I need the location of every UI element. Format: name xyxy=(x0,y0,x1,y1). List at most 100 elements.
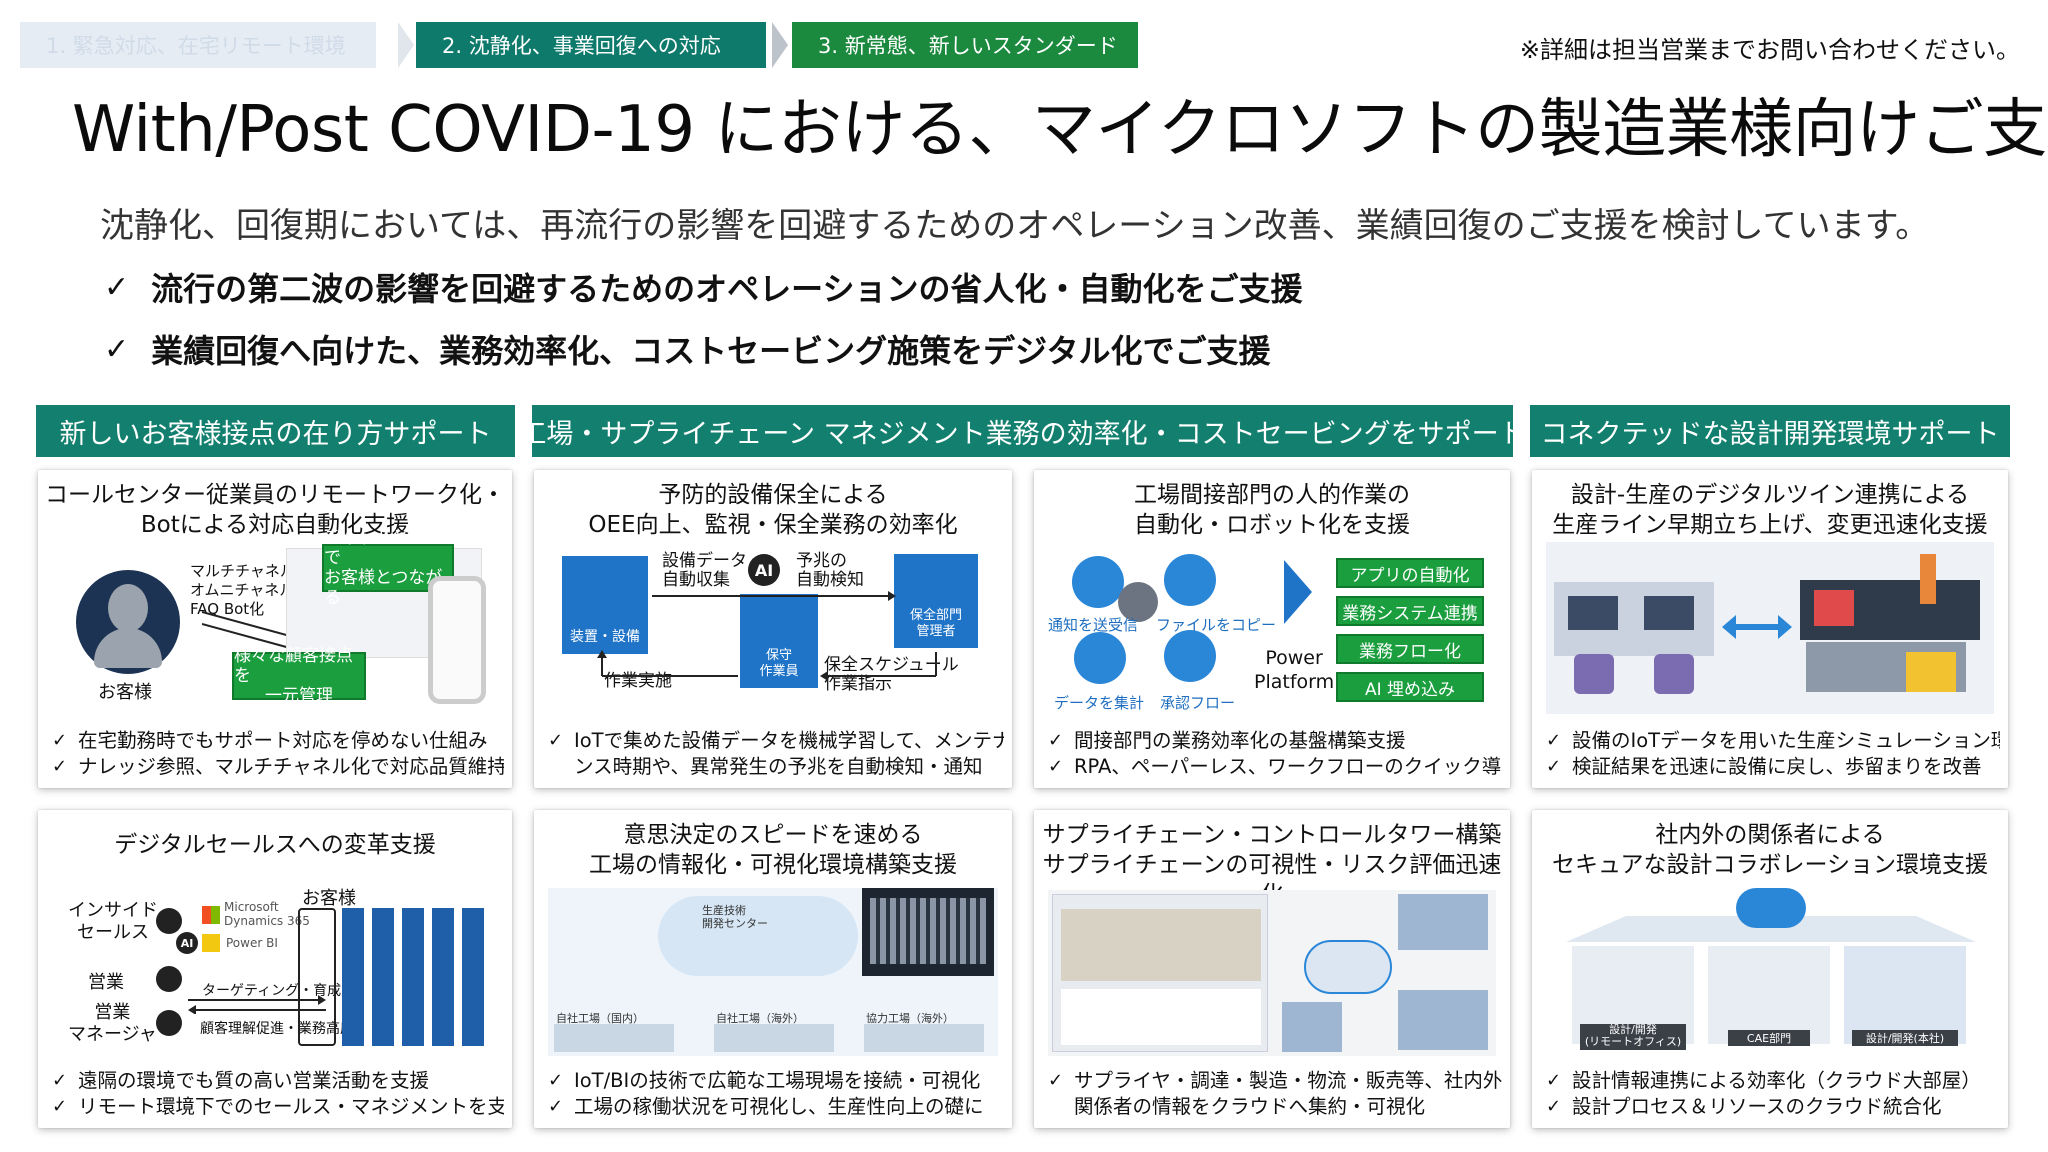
bidirectional-arrow-icon xyxy=(1722,615,1792,639)
center-label: 生産技術開発センター xyxy=(702,904,768,930)
pill-app-automation: アプリの自動化 xyxy=(1336,558,1484,588)
card-bullets: ✓サプライヤ・調達・製造・物流・販売等、社内外の 関係者の情報をクラウドへ集約・… xyxy=(1048,1069,1502,1118)
card-bullets: ✓在宅勤務時でもサポート対応を停めない仕組み ✓ナレッジ参照、マルチチャネル化で… xyxy=(52,729,504,778)
cloud-icon xyxy=(1304,940,1392,994)
check-icon: ✓ xyxy=(1048,1070,1064,1091)
check-icon: ✓ xyxy=(548,730,564,751)
key-point-2-text: 業績回復へ向けた、業務効率化、コストセービング施策をデジタル化でご支援 xyxy=(151,332,1271,370)
card-bullets: ✓IoT/BIの技術で広範な工場現場を接続・可視化 ✓工場の稼働状況を可視化し、… xyxy=(548,1069,984,1118)
flow-arrows-icon xyxy=(188,995,326,1014)
phase-step-2: 2. 沈静化、事業回復への対応 xyxy=(416,22,766,68)
check-icon: ✓ xyxy=(1048,756,1064,777)
cloud-people-icon xyxy=(1736,888,1806,928)
customer-avatar-icon xyxy=(76,570,180,674)
cae-panel xyxy=(1708,946,1830,1044)
card-title: 工場間接部門の人的作業の自動化・ロボット化を支援 xyxy=(1134,482,1410,538)
card-title: 意思決定のスピードを速める工場の情報化・可視化環境構築支援 xyxy=(589,822,957,878)
person-icon xyxy=(156,966,182,992)
person-icon xyxy=(156,908,182,934)
card-digital-sales: デジタルセールスへの変革支援 インサイドセールス 営業 営業マネージャ AI M… xyxy=(38,810,512,1128)
pill-system-integration: 業務システム連携 xyxy=(1336,596,1484,626)
contact-note: ※詳細は担当営業までお問い合わせください。 xyxy=(1519,36,2020,64)
microsoft-logo-icon xyxy=(202,906,220,924)
card-design-collaboration: 社内外の関係者によるセキュアな設計コラボレーション環境支援 設計/開発(リモート… xyxy=(1532,810,2008,1128)
chat-icon xyxy=(1072,556,1124,608)
check-icon: ✓ xyxy=(1048,730,1064,751)
copy-label: ファイルをコピー xyxy=(1156,616,1277,634)
card-digital-twin: 設計-生産のデジタルツイン連携による生産ライン早期立ち上げ、変更迅速化支援 ✓設… xyxy=(1532,470,2008,788)
card-title: 設計-生産のデジタルツイン連携による生産ライン早期立ち上げ、変更迅速化支援 xyxy=(1552,482,1988,538)
hq-label: 設計/開発(本社) xyxy=(1852,1030,1958,1046)
cloud-shape xyxy=(658,896,858,976)
key-point-1-text: 流行の第二波の影響を回避するためのオペレーションの省人化・自動化をご支援 xyxy=(151,270,1303,308)
pill-ai-embed: AI 埋め込み xyxy=(1336,672,1484,702)
factory-icon xyxy=(554,1024,674,1052)
card-supply-chain: サプライチェーン・コントロールタワー構築サプライチェーンの可視性・リスク評価迅速… xyxy=(1034,810,1510,1128)
person-icon xyxy=(156,1010,182,1036)
world-map-dashboard xyxy=(1052,894,1268,1052)
section-header-customer: 新しいお客様接点の在り方サポート xyxy=(36,405,515,457)
warehouse-illustration xyxy=(1398,894,1488,950)
customer-grid-icon xyxy=(342,908,490,1046)
ai-icon: AI xyxy=(748,554,780,586)
aggregate-label: データを集計 xyxy=(1054,694,1145,712)
production-line-illustration xyxy=(1800,554,1980,640)
card-bullets: ✓遠隔の環境でも質の高い営業活動を支援 ✓リモート環境下でのセールス・マネジメン… xyxy=(52,1069,504,1118)
smartphone-icon xyxy=(428,576,486,704)
pill-workflow: 業務フロー化 xyxy=(1336,634,1484,664)
card-title: コールセンター従業員のリモートワーク化・Botによる対応自動化支援 xyxy=(45,482,505,538)
factory-label-overseas: 自社工場（海外） xyxy=(716,1012,804,1025)
key-point-2: ✓業績回復へ向けた、業務効率化、コストセービング施策をデジタル化でご支援 xyxy=(104,326,1271,372)
card-bullets: ✓間接部門の業務効率化の基盤構築支援 ✓RPA、ペーパーレス、ワークフローのクイ… xyxy=(1048,729,1502,778)
approval-label: 承認フロー xyxy=(1160,694,1236,712)
check-icon: ✓ xyxy=(548,1096,564,1117)
section-header-factory: 工場・サプライチェーン マネジメント業務の効率化・コストセービングをサポート xyxy=(519,405,1526,457)
card-bullets: ✓設計情報連携による効率化（クラウド大部屋） ✓設計プロセス＆リソースのクラウド… xyxy=(1546,1069,1981,1118)
remote-office-label: 設計/開発(リモートオフィス) xyxy=(1580,1024,1686,1050)
collect-label: 設備データ自動収集 xyxy=(662,551,747,590)
factory-illustration xyxy=(1398,990,1488,1050)
understanding-label: 顧客理解促進・業務高度化 xyxy=(200,1021,368,1037)
collaboration-illustration: 設計/開発(リモートオフィス) CAE部門 設計/開発(本社) xyxy=(1546,888,1994,1058)
ai-icon: AI xyxy=(176,932,198,954)
check-icon: ✓ xyxy=(104,269,130,305)
computer-icon xyxy=(1164,554,1216,606)
person-icon xyxy=(1118,582,1158,622)
building-illustration xyxy=(1282,1002,1342,1052)
card-bullets: ✓設備のIoTデータを用いた生産シミュレーション環境 ✓検証結果を迅速に設備に戻… xyxy=(1546,729,2000,778)
card-factory-visualization: 意思決定のスピードを速める工場の情報化・可視化環境構築支援 生産技術開発センター… xyxy=(534,810,1012,1128)
key-point-1: ✓ 流行の第二波の影響を回避するためのオペレーションの省人化・自動化をご支援 xyxy=(104,264,1303,310)
phase-step-1: 1. 緊急対応、在宅リモート環境 xyxy=(20,22,376,68)
phase-breadcrumb: 1. 緊急対応、在宅リモート環境 2. 沈静化、事業回復への対応 3. 新常態、… xyxy=(20,22,1138,68)
card-indirect-automation: 工場間接部門の人的作業の自動化・ロボット化を支援 通知を送受信 ファイルをコピー… xyxy=(1034,470,1510,788)
card-call-center: コールセンター従業員のリモートワーク化・Botによる対応自動化支援 お客様 マル… xyxy=(38,470,512,788)
targeting-label: ターゲティング・育成支援 xyxy=(202,983,370,999)
card-title: 社内外の関係者によるセキュアな設計コラボレーション環境支援 xyxy=(1551,822,1989,878)
check-icon: ✓ xyxy=(548,1070,564,1091)
check-icon: ✓ xyxy=(1546,730,1562,751)
worker-box: 保守作業員 xyxy=(740,594,818,688)
equipment-box: 装置・設備 xyxy=(562,556,648,654)
card-bullets: ✓IoTで集めた設備データを機械学習して、メンテナ ンス時期や、異常発生の予兆を… xyxy=(548,729,1004,778)
card-title: サプライチェーン・コントロールタワー構築サプライチェーンの可視性・リスク評価迅速… xyxy=(1042,822,1502,908)
supply-chain-illustration xyxy=(1048,890,1496,1056)
schedule-label: 保全スケジュール作業指示 xyxy=(824,655,959,694)
factory-icon xyxy=(864,1024,984,1052)
unify-callout: 様々な顧客接点を一元管理 xyxy=(232,646,366,706)
section-header-design: コネクテッドな設計開発環境サポート xyxy=(1530,405,2010,457)
notify-label: 通知を送受信 xyxy=(1048,616,1139,634)
check-icon: ✓ xyxy=(52,756,68,777)
factory-label-domestic: 自社工場（国内） xyxy=(556,1012,644,1025)
factory-label-partner: 協力工場（海外） xyxy=(866,1012,954,1025)
check-icon: ✓ xyxy=(1546,1070,1562,1091)
phase-step-3: 3. 新常態、新しいスタンダード xyxy=(792,22,1138,68)
manager-box: 保全部門管理者 xyxy=(894,554,978,648)
